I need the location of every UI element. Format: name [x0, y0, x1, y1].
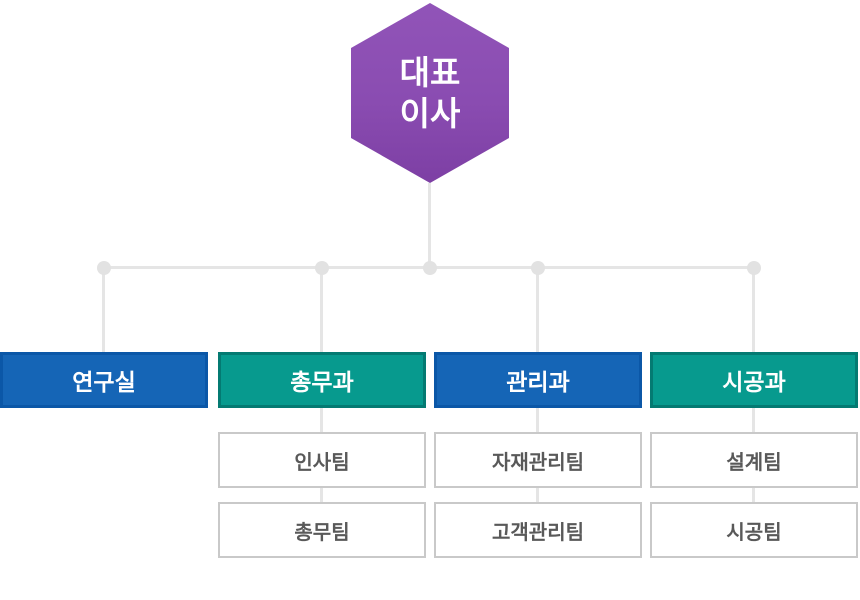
- connector-drop-construction: [752, 268, 755, 352]
- connector-drop-research: [102, 268, 105, 352]
- org-node-management-dept: 관리과: [434, 352, 642, 408]
- dept-label: 총무과: [290, 369, 354, 395]
- connector-dot: [97, 261, 111, 275]
- connector-team: [320, 488, 323, 502]
- org-node-customer-management-team: 고객관리팀: [434, 502, 642, 558]
- org-node-research-lab: 연구실: [0, 352, 208, 408]
- team-label: 설계팀: [726, 451, 782, 474]
- team-label: 시공팀: [726, 521, 782, 544]
- connector-dot: [423, 261, 437, 275]
- connector-team: [752, 488, 755, 502]
- connector-team: [536, 408, 539, 432]
- team-label: 인사팀: [294, 451, 350, 474]
- dept-label: 시공과: [722, 369, 786, 395]
- connector-drop-general-affairs: [320, 268, 323, 352]
- dept-label: 관리과: [506, 369, 570, 395]
- team-label: 자재관리팀: [492, 451, 584, 474]
- org-node-construction-team: 시공팀: [650, 502, 858, 558]
- org-node-general-affairs-dept: 총무과: [218, 352, 426, 408]
- connector-dot: [531, 261, 545, 275]
- org-node-general-affairs-team: 총무팀: [218, 502, 426, 558]
- connector-root-stem: [428, 183, 431, 268]
- org-node-construction-dept: 시공과: [650, 352, 858, 408]
- connector-team: [320, 408, 323, 432]
- org-node-ceo-label: 대표 이사: [399, 53, 461, 132]
- org-node-design-team: 설계팀: [650, 432, 858, 488]
- team-label: 총무팀: [294, 521, 350, 544]
- org-node-hr-team: 인사팀: [218, 432, 426, 488]
- connector-team: [752, 408, 755, 432]
- connector-dot: [315, 261, 329, 275]
- connector-team: [536, 488, 539, 502]
- org-node-ceo: 대표 이사: [351, 3, 509, 183]
- dept-label: 연구실: [72, 369, 136, 395]
- org-node-material-management-team: 자재관리팀: [434, 432, 642, 488]
- team-label: 고객관리팀: [492, 521, 584, 544]
- connector-dot: [747, 261, 761, 275]
- connector-drop-management: [536, 268, 539, 352]
